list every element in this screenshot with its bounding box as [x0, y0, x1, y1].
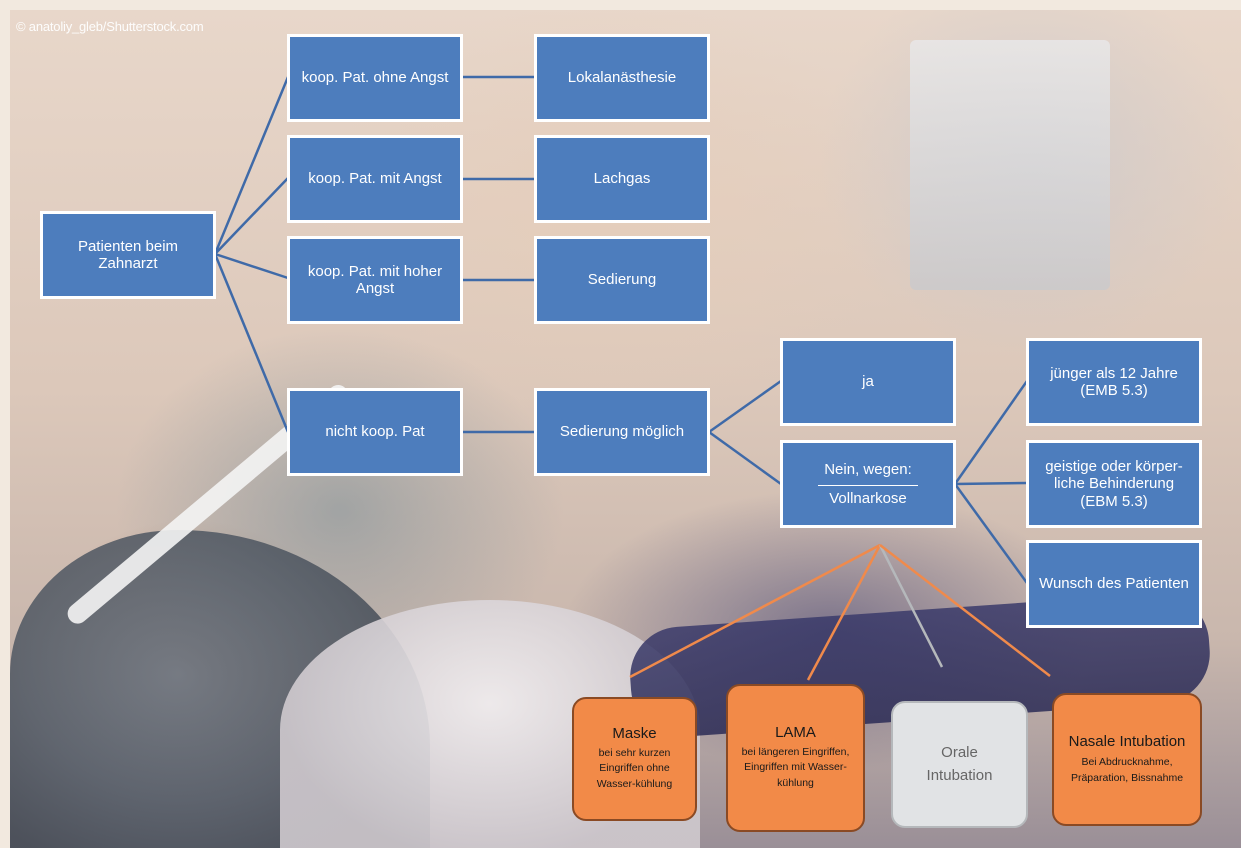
edge-no-under-12: [953, 380, 1029, 485]
node-yes: ja: [780, 338, 956, 426]
node-local-anesthesia: Lokalanästhesie: [534, 34, 710, 122]
node-non-coop: nicht koop. Pat: [287, 388, 463, 476]
edge-sedation-possible-yes: [708, 379, 782, 434]
node-root: Patienten beim Zahnarzt: [40, 211, 216, 299]
airway-nasal-desc: Bei Abdrucknahme, Präparation, Bissnahme: [1070, 756, 1184, 785]
node-laughing-gas: Lachgas: [534, 135, 710, 223]
edge-root-non-coop: [213, 253, 290, 433]
photo-cabinet: [910, 40, 1110, 290]
airway-lama: LAMA bei längeren Eingriffen, Eingriffen…: [726, 684, 865, 832]
node-sedation-possible: Sedierung möglich: [534, 388, 710, 476]
airway-mask-desc: bei sehr kurzen Eingriffen ohne Wasser-k…: [596, 746, 673, 791]
edge-no-mask: [629, 543, 881, 679]
edge-no-lama: [806, 544, 882, 681]
node-coop-no-fear: koop. Pat. ohne Angst: [287, 34, 463, 122]
node-sedation: Sedierung: [534, 236, 710, 324]
airway-nasal: Nasale Intubation Bei Abdrucknahme, Präp…: [1052, 693, 1202, 826]
node-under-12: jünger als 12 Jahre (EMB 5.3): [1026, 338, 1202, 426]
edge-root-coop-no-fear: [213, 76, 290, 255]
airway-mask: Maske bei sehr kurzen Eingriffen ohne Wa…: [572, 697, 697, 821]
node-coop-fear: koop. Pat. mit Angst: [287, 135, 463, 223]
edge-root-coop-high-fear: [214, 252, 289, 280]
edge-no-disability: [954, 481, 1028, 486]
node-no-result: Vollnarkose: [829, 489, 907, 507]
edge-root-coop-fear: [214, 177, 289, 255]
airway-mask-title: Maske: [612, 725, 657, 743]
node-no-title: Nein, wegen:: [824, 461, 912, 479]
node-patient-wish: Wunsch des Patienten: [1026, 540, 1202, 628]
airway-oral: Orale Intubation: [891, 701, 1028, 828]
node-no: Nein, wegen: Vollnarkose: [780, 440, 956, 528]
airway-nasal-title: Nasale Intubation: [1068, 733, 1186, 751]
edge-sedation-possible-no: [708, 430, 782, 486]
airway-lama-title: LAMA: [775, 724, 816, 742]
node-disability: geistige oder körper-liche Behinderung (…: [1026, 440, 1202, 528]
airway-lama-desc: bei längeren Eingriffen, Eingriffen mit …: [741, 745, 850, 790]
edge-no-oral: [878, 544, 944, 668]
photo-credit: © anatoliy_gleb/Shutterstock.com: [16, 19, 204, 34]
edge-no-patient-wish: [953, 483, 1029, 584]
node-coop-high-fear: koop. Pat. mit hoher Angst: [287, 236, 463, 324]
airway-oral-title: Orale Intubation: [926, 744, 993, 784]
edge-no-nasal: [879, 544, 1051, 677]
node-no-divider: [818, 484, 918, 486]
